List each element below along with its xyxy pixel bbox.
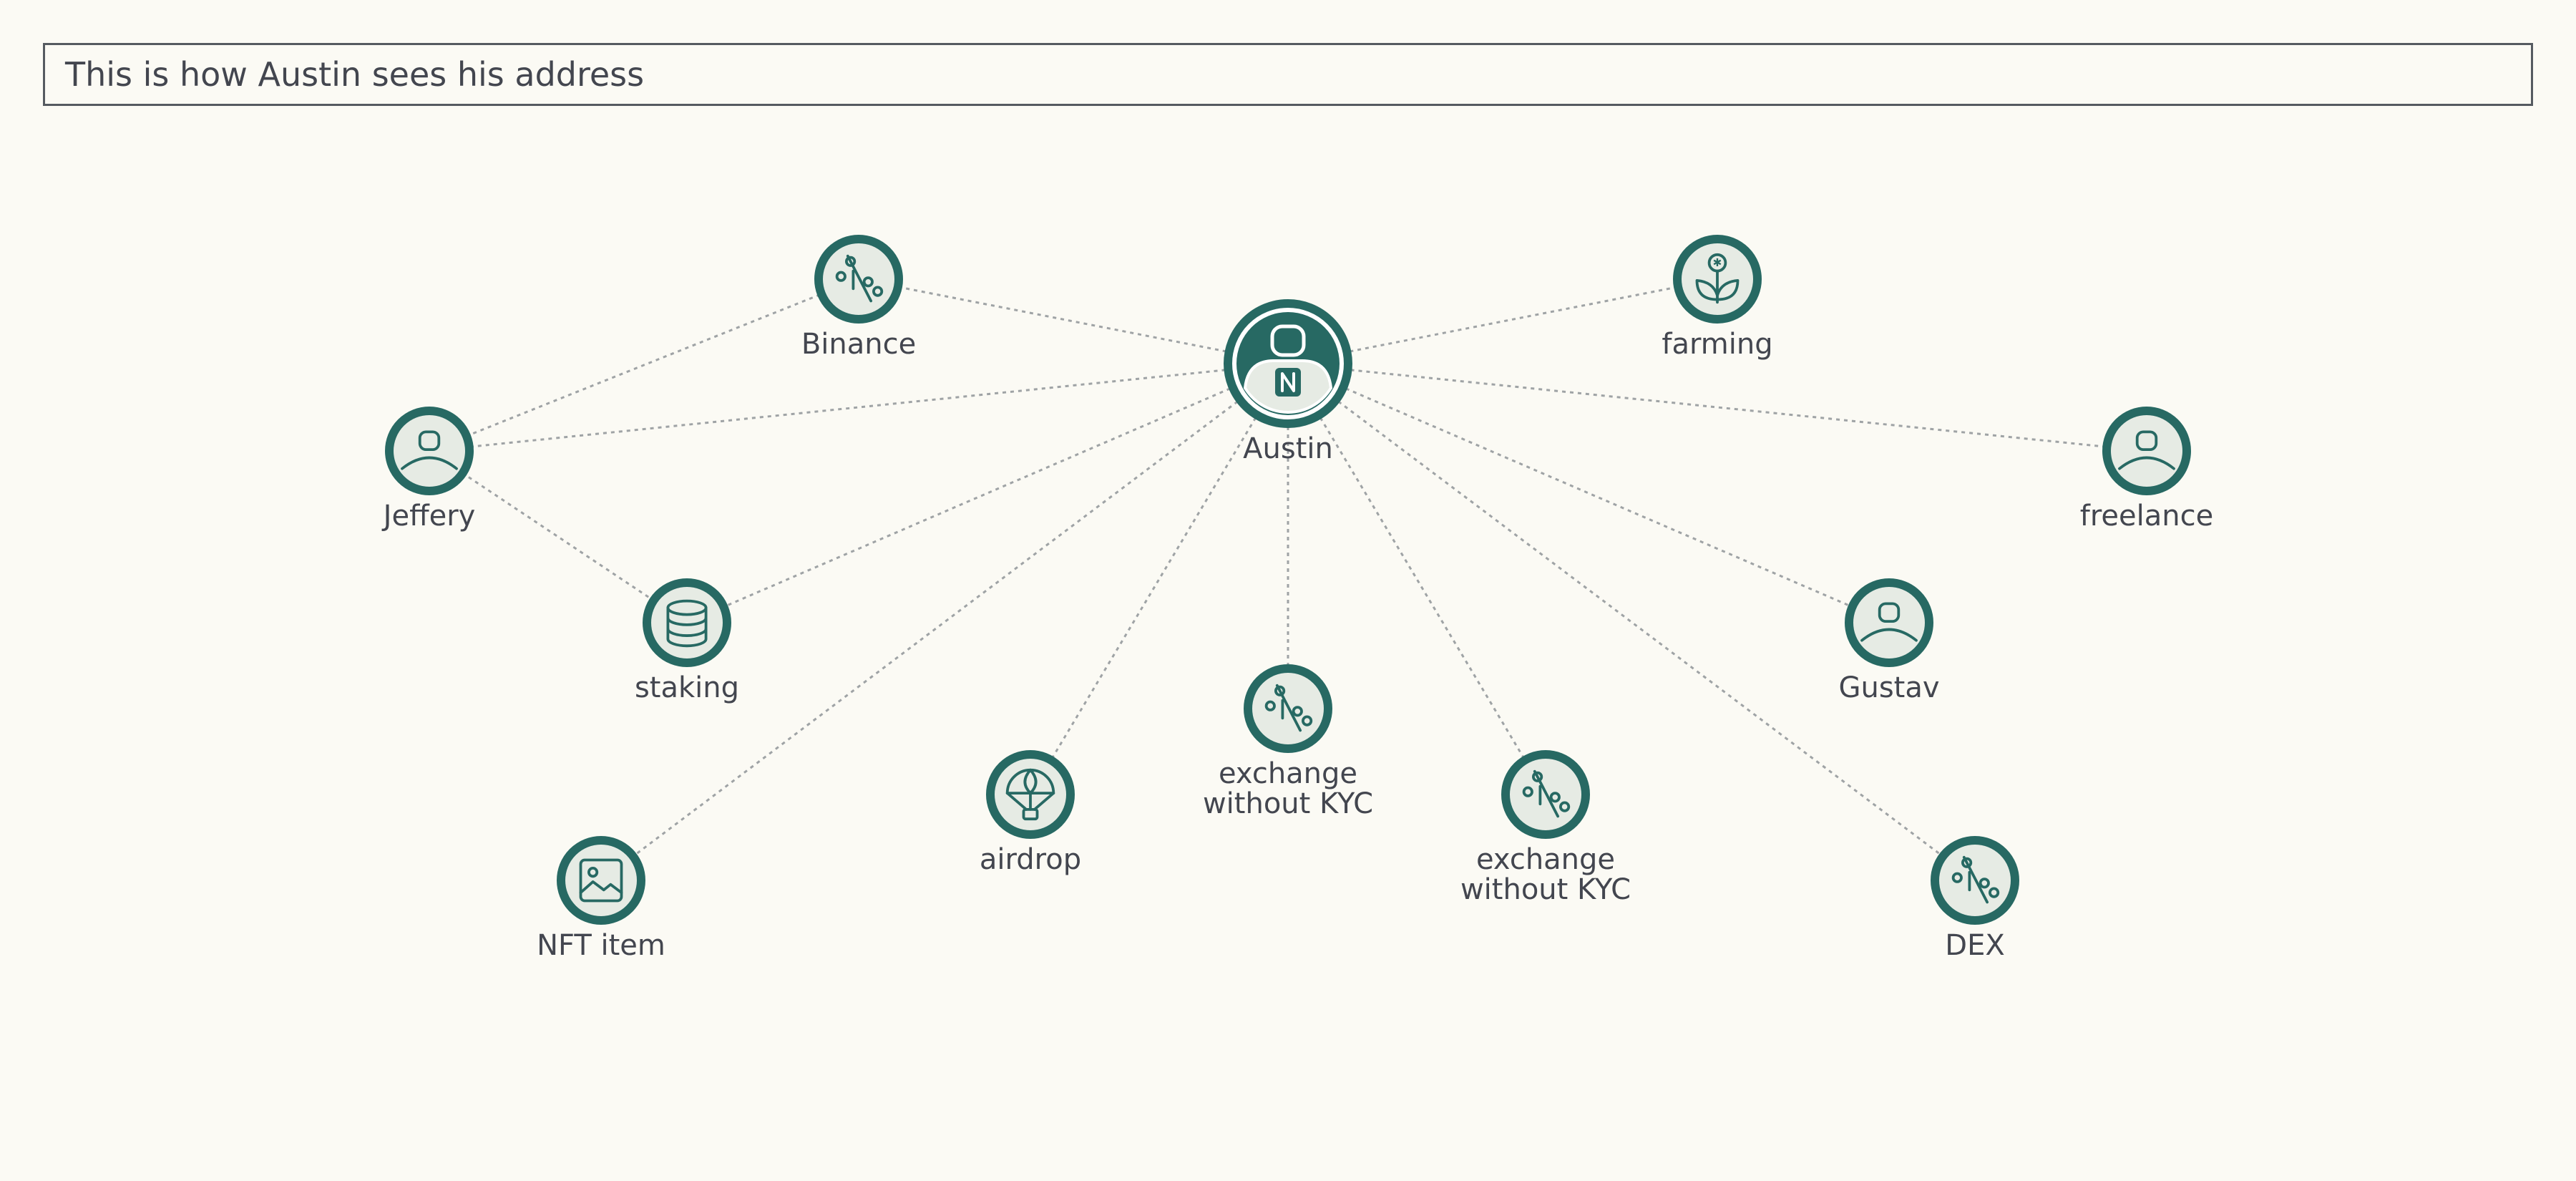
edge-austin-jeffery xyxy=(429,362,1289,452)
user-icon xyxy=(2118,430,2175,470)
node-label-airdrop: airdrop xyxy=(980,843,1081,876)
node-label-farming: farming xyxy=(1662,328,1772,361)
coin-stack-icon xyxy=(666,599,708,648)
node-label-gustav: Gustav xyxy=(1838,671,1939,704)
node-nft[interactable]: NFT item xyxy=(537,836,665,962)
node-staking[interactable]: staking xyxy=(635,578,739,704)
node-label-binance: Binance xyxy=(801,328,916,361)
edge-austin-dex xyxy=(1287,362,1976,882)
edge-austin-exchange2 xyxy=(1287,363,1547,795)
edge-austin-airdrop xyxy=(1029,363,1289,795)
edge-austin-gustav xyxy=(1287,362,1890,624)
exchange-percent-icon xyxy=(1264,684,1313,732)
node-airdrop[interactable]: airdrop xyxy=(980,750,1081,876)
exchange-percent-icon xyxy=(835,254,884,303)
title-box: This is how Austin sees his address xyxy=(43,43,2533,106)
image-icon xyxy=(579,858,623,903)
node-austin[interactable]: Austin xyxy=(1224,299,1352,465)
node-label-freelance: freelance xyxy=(2080,500,2213,533)
edge-jeffery-binance xyxy=(429,278,859,452)
user-icon xyxy=(401,430,458,470)
node-label-exchange2-line2: without KYC xyxy=(1460,873,1631,906)
edge-jeffery-staking xyxy=(429,449,688,624)
edge-austin-farming xyxy=(1287,278,1718,365)
node-label-exchange1-line2: without KYC xyxy=(1203,787,1373,820)
node-dex[interactable]: DEX xyxy=(1931,836,2019,962)
node-label-staking: staking xyxy=(635,671,739,704)
parachute-icon xyxy=(1005,768,1055,821)
node-label-dex: DEX xyxy=(1945,929,2004,962)
edge-austin-binance xyxy=(858,278,1289,365)
node-freelance[interactable]: freelance xyxy=(2080,407,2213,533)
edge-austin-freelance xyxy=(1287,362,2147,452)
user-icon xyxy=(1860,602,1918,642)
node-gustav[interactable]: Gustav xyxy=(1838,578,1940,704)
edge-austin-staking xyxy=(686,362,1289,624)
page-title: This is how Austin sees his address xyxy=(65,55,645,94)
exchange-percent-icon xyxy=(1522,769,1571,818)
svg-text:✱: ✱ xyxy=(1713,256,1722,269)
node-binance[interactable]: Binance xyxy=(801,235,916,361)
node-label-exchange1-line1: exchange xyxy=(1219,757,1357,790)
edge-austin-nft xyxy=(600,362,1289,882)
node-farming[interactable]: ✱ farming xyxy=(1662,235,1773,361)
node-label-jeffery: Jeffery xyxy=(381,500,476,533)
edges-layer xyxy=(429,278,2147,882)
sprout-icon: ✱ xyxy=(1695,253,1740,304)
exchange-percent-icon xyxy=(1951,855,2000,904)
node-jeffery[interactable]: Jeffery xyxy=(381,407,476,533)
node-label-austin: Austin xyxy=(1243,432,1333,465)
person-wallet-icon xyxy=(1243,324,1333,414)
node-label-exchange2-line1: exchange xyxy=(1476,843,1615,876)
node-label-nft: NFT item xyxy=(537,929,665,962)
